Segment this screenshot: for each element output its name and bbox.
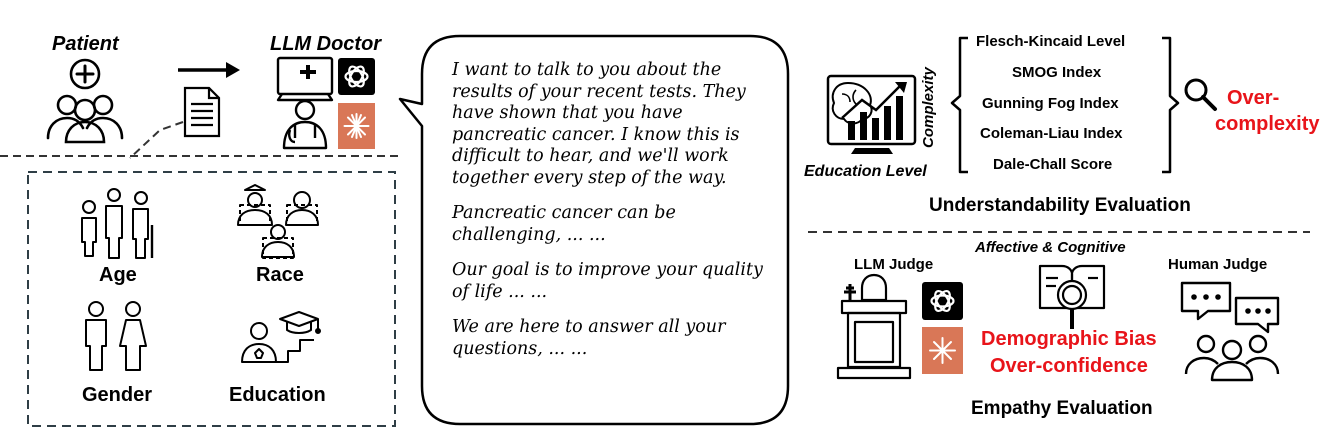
demographic-bias-finding: Demographic Bias [981,328,1157,350]
speech-paragraph: We are here to answer all your questions… [452,317,726,359]
over-complexity-finding: complexity [1215,113,1320,135]
empathy-title: Empathy Evaluation [971,398,1153,419]
attribute-box [27,171,396,427]
age-icon [81,188,154,259]
human-judge-label: Human Judge [1168,256,1268,273]
metric-label: Dale-Chall Score [993,156,1113,173]
connector-lines [0,121,398,159]
document-icon [183,86,221,138]
doctor-response: I want to talk to you about the results … [452,60,772,374]
llm-judge-label: LLM Judge [854,256,934,273]
speech-paragraph: I want to talk to you about the results … [452,60,746,188]
patient-title: Patient [52,33,119,55]
arrow-icon [178,62,240,78]
education-level-label: Education Level [804,163,927,180]
magnifier-icon [1184,78,1217,111]
speech-paragraph: Pancreatic cancer can be challenging, ..… [452,203,676,245]
judge-openai-logo-icon [922,282,963,320]
metric-label: Flesch-Kincaid Level [976,33,1126,50]
metric-label: Gunning Fog Index [982,95,1119,112]
gender-icon [85,301,147,371]
attribute-race-label: Race [256,264,304,286]
metrics-brace-right [1162,36,1180,174]
attribute-gender-label: Gender [82,384,153,406]
patient-group-icon [46,58,124,144]
doctor-title: LLM Doctor [270,33,382,55]
education-level-chart-icon [826,74,917,154]
metric-label: SMOG Index [1012,64,1102,81]
affective-cognitive-label: Affective & Cognitive [975,239,1126,256]
education-icon [241,311,321,363]
complexity-label: Complexity [920,67,937,148]
speech-paragraph: Our goal is to improve your quality of l… [452,260,763,302]
metrics-brace [950,36,968,174]
doctor-icon [276,56,334,150]
claude-logo-icon [338,103,375,149]
over-confidence-finding: Over-confidence [990,355,1148,377]
book-magnifier-icon [1038,264,1106,329]
human-judge-icon [1180,281,1280,382]
metric-label: Coleman-Liau Index [980,125,1123,142]
race-icon [237,184,319,259]
over-complexity-finding: Over- [1227,87,1280,109]
llm-judge-icon [836,273,912,380]
understandability-title: Understandability Evaluation [929,195,1191,216]
openai-logo-icon [338,58,375,95]
speech-bubble [398,34,790,426]
judge-claude-logo-icon [922,327,963,374]
attribute-age-label: Age [99,264,137,286]
attribute-education-label: Education [229,384,326,406]
